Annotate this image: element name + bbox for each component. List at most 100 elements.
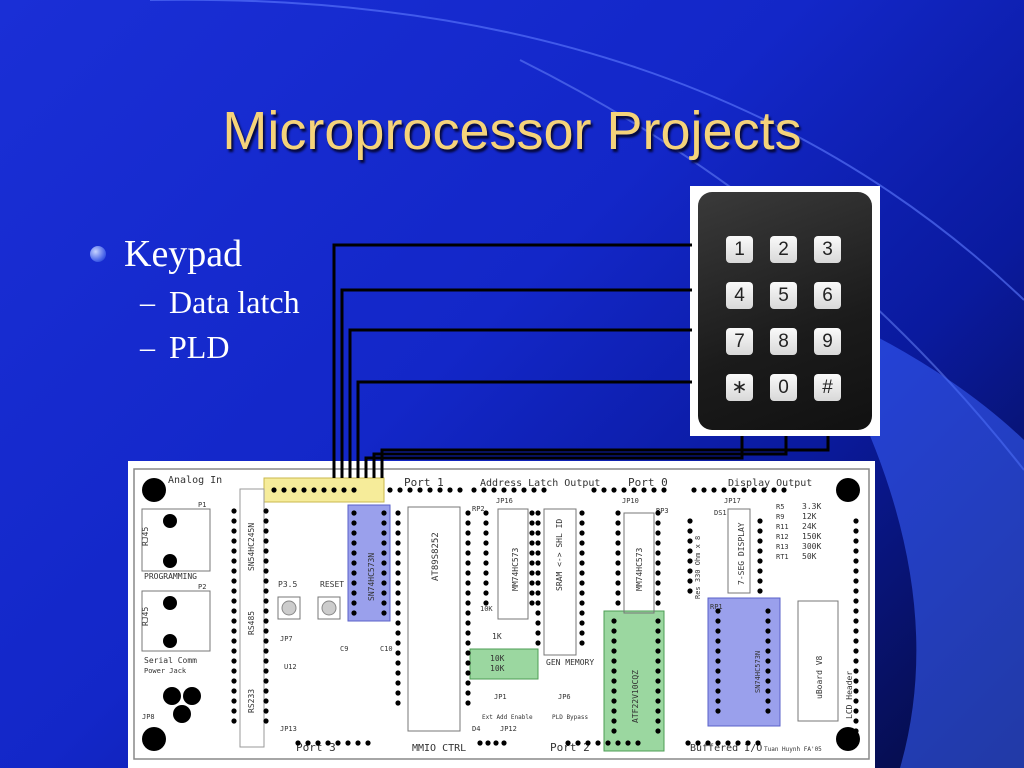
keypad-key: 5: [770, 282, 797, 309]
credits-label: Tuan Huynh FA'05: [764, 746, 822, 753]
pin: [853, 568, 859, 574]
keypad-row-wire: [332, 243, 692, 478]
serial-comm-label: Serial Comm: [144, 656, 197, 665]
pin: [611, 668, 617, 674]
sub-bullet-item: – Data latch: [140, 284, 300, 321]
keypad-row-wire: [340, 288, 692, 478]
pin: [711, 487, 717, 493]
pin: [335, 740, 341, 746]
pin: [345, 740, 351, 746]
pin: [735, 740, 741, 746]
analog-in-label: Analog In: [168, 475, 222, 486]
pin: [465, 620, 471, 626]
pin: [263, 518, 269, 524]
pin: [529, 580, 535, 586]
pin: [529, 550, 535, 556]
pin: [481, 487, 487, 493]
pin: [715, 658, 721, 664]
pin: [231, 508, 237, 514]
pin: [765, 658, 771, 664]
pin: [465, 640, 471, 646]
pin: [731, 487, 737, 493]
pin: [483, 560, 489, 566]
pin: [465, 570, 471, 576]
p1-label: P1: [198, 501, 206, 509]
pin: [465, 560, 471, 566]
pin: [301, 487, 307, 493]
pin: [263, 638, 269, 644]
port0-label: Port 0: [628, 476, 668, 489]
pin: [381, 600, 387, 606]
pin: [615, 540, 621, 546]
pin: [771, 487, 777, 493]
pin: [321, 487, 327, 493]
pin: [483, 550, 489, 556]
pin: [853, 728, 859, 734]
pin: [853, 718, 859, 724]
pin: [483, 590, 489, 596]
pin: [351, 610, 357, 616]
pin: [853, 538, 859, 544]
pin: [535, 580, 541, 586]
pin: [611, 688, 617, 694]
pin: [295, 740, 301, 746]
pin: [765, 628, 771, 634]
chip-label: MM74HC573: [635, 547, 644, 591]
pin: [655, 530, 661, 536]
pin: [351, 600, 357, 606]
pin: [651, 487, 657, 493]
keypad-row-wire: [348, 328, 692, 478]
pin: [231, 608, 237, 614]
resistor-label: 10K: [490, 654, 505, 663]
pin: [631, 487, 637, 493]
jumper-label: JP13: [280, 725, 297, 733]
pin: [395, 510, 401, 516]
dash-icon: –: [140, 285, 155, 319]
pin: [655, 648, 661, 654]
pin: [381, 520, 387, 526]
pin: [853, 668, 859, 674]
pin: [231, 668, 237, 674]
r-name: RT1: [776, 553, 789, 561]
pin: [853, 648, 859, 654]
pin: [263, 568, 269, 574]
pin: [535, 640, 541, 646]
pin: [615, 570, 621, 576]
pin: [263, 708, 269, 714]
pin: [535, 550, 541, 556]
pin: [263, 578, 269, 584]
keypad-key: 4: [726, 282, 753, 309]
pin: [611, 728, 617, 734]
pin: [605, 740, 611, 746]
pin: [591, 487, 597, 493]
pin: [231, 688, 237, 694]
chip-label: SN74HC573N: [754, 651, 762, 693]
r-name: R13: [776, 543, 789, 551]
pin: [395, 590, 401, 596]
resistor-label: 1K: [492, 632, 502, 641]
pin: [381, 540, 387, 546]
pin: [395, 570, 401, 576]
pin: [397, 487, 403, 493]
pin: [655, 678, 661, 684]
pin: [465, 610, 471, 616]
bullet-dot-icon: [90, 246, 106, 262]
r-value: 24K: [802, 522, 817, 531]
pin: [407, 487, 413, 493]
pin: [381, 510, 387, 516]
pin: [263, 628, 269, 634]
pin: [757, 538, 763, 544]
pin: [231, 658, 237, 664]
res-ohm-label: Res 330 Ohm x 8: [694, 536, 702, 599]
pin: [465, 680, 471, 686]
pin: [263, 508, 269, 514]
pin: [611, 658, 617, 664]
pin: [853, 658, 859, 664]
pin: [765, 648, 771, 654]
p35-label: P3.5: [278, 580, 297, 589]
pin: [529, 600, 535, 606]
dash-icon: –: [140, 330, 155, 364]
pin: [231, 538, 237, 544]
pin: [263, 698, 269, 704]
